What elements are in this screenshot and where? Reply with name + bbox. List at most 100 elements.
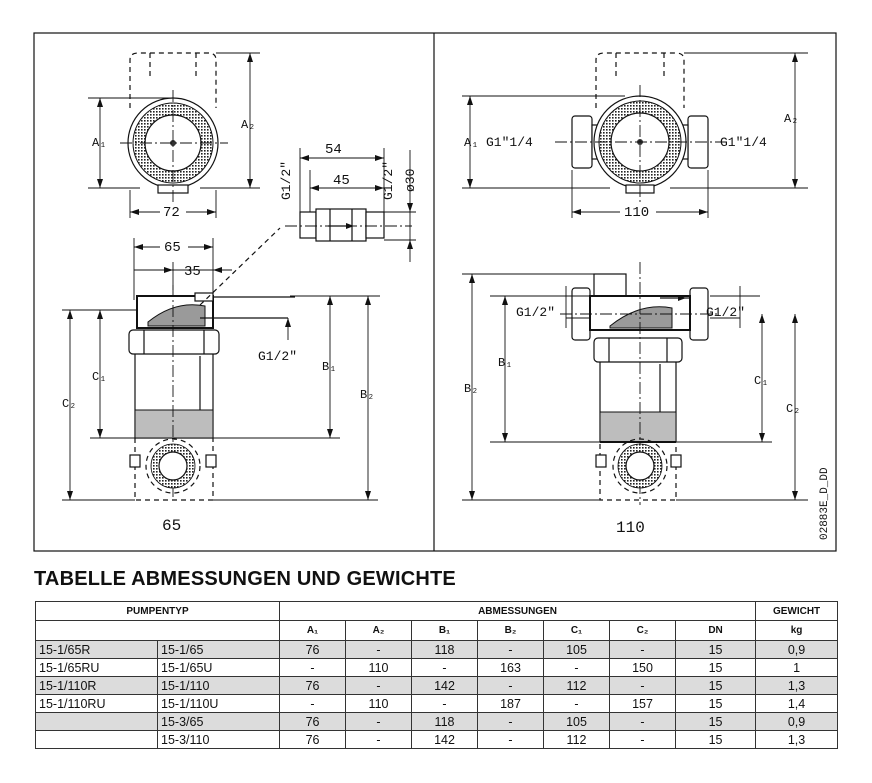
value-cell: - (609, 712, 677, 731)
value-cell: 76 (279, 676, 347, 695)
value-cell: 112 (543, 676, 611, 695)
value-cell: - (609, 730, 677, 749)
column-header: C₂ (609, 620, 677, 641)
label-union-thread-left: G1/2" (279, 161, 294, 200)
value-cell: 142 (411, 730, 479, 749)
value-cell: 1,3 (755, 730, 839, 749)
pump-type-cell: 15-3/65 (156, 712, 281, 731)
label-110-width: 110 (624, 205, 649, 221)
left-panel-drawing (62, 52, 416, 501)
pump-type-cell (35, 712, 158, 731)
value-cell: 142 (411, 676, 479, 695)
label-c2-left: C₂ (62, 397, 76, 411)
label-thread-outlet: G1"1/4 (720, 135, 767, 150)
value-cell: - (477, 676, 545, 695)
value-cell: 105 (543, 640, 611, 659)
column-header: B₂ (477, 620, 545, 641)
column-header: kg (755, 620, 839, 641)
value-cell: - (345, 640, 413, 659)
header-gewicht: GEWICHT (755, 601, 839, 621)
value-cell: 1,3 (755, 676, 839, 695)
value-cell: - (609, 640, 677, 659)
label-54: 54 (325, 142, 342, 158)
value-cell: 112 (543, 730, 611, 749)
value-cell: 163 (477, 658, 545, 677)
value-cell: 0,9 (755, 640, 839, 659)
value-cell: - (477, 640, 545, 659)
pump-type-cell (35, 730, 158, 749)
value-cell: 187 (477, 694, 545, 713)
header-pumpentyp: PUMPENTYP (34, 601, 281, 621)
pump-type-cell: 15-1/110 (156, 676, 281, 695)
header-abmessungen: ABMESSUNGEN (279, 601, 757, 621)
label-g12-right: G1/2" (706, 305, 745, 320)
label-b2-right: B₂ (464, 382, 478, 396)
value-cell: 1,4 (755, 694, 839, 713)
value-cell: - (411, 694, 479, 713)
label-a1-left: A₁ (92, 136, 106, 150)
label-72: 72 (163, 205, 180, 221)
value-cell: - (477, 712, 545, 731)
value-cell: 1 (755, 658, 839, 677)
pump-type-cell: 15-1/65RU (35, 658, 158, 677)
technical-drawing: A₁ A₂ 72 65 35 C₁ C₂ B₁ B₂ G1/2" 54 45 G… (33, 32, 837, 552)
value-cell: 118 (411, 640, 479, 659)
value-cell: - (345, 676, 413, 695)
table-title: TABELLE ABMESSUNGEN UND GEWICHTE (34, 568, 456, 590)
right-panel-drawing (462, 52, 808, 505)
value-cell: - (411, 658, 479, 677)
label-thread-inlet: G1"1/4 (486, 135, 533, 150)
right-size-label: 110 (616, 519, 645, 537)
value-cell: 150 (609, 658, 677, 677)
value-cell: 105 (543, 712, 611, 731)
label-g12-left: G1/2" (516, 305, 555, 320)
value-cell: 157 (609, 694, 677, 713)
value-cell: 76 (279, 730, 347, 749)
pump-type-cell: 15-1/110R (35, 676, 158, 695)
value-cell: - (477, 730, 545, 749)
value-cell: - (345, 712, 413, 731)
label-b1-right: B₁ (498, 356, 512, 370)
column-header: B₁ (411, 620, 479, 641)
column-header: C₁ (543, 620, 611, 641)
label-a2-right: A₂ (784, 112, 798, 126)
value-cell: 15 (675, 712, 757, 731)
label-c1-left: C₁ (92, 370, 106, 384)
value-cell: 110 (345, 694, 413, 713)
label-union-thread-right: G1/2" (381, 161, 396, 200)
value-cell: - (345, 730, 413, 749)
value-cell: 76 (279, 640, 347, 659)
value-cell: - (609, 676, 677, 695)
column-header: A₁ (279, 620, 347, 641)
column-header: DN (675, 620, 757, 641)
value-cell: 15 (675, 640, 757, 659)
left-size-label: 65 (162, 517, 181, 535)
value-cell: 15 (675, 694, 757, 713)
value-cell: 15 (675, 730, 757, 749)
header-pumpentyp-blank (34, 620, 281, 641)
value-cell: 76 (279, 712, 347, 731)
pump-type-cell: 15-1/110U (156, 694, 281, 713)
value-cell: - (279, 694, 347, 713)
label-union-diameter: ø30 (403, 169, 418, 192)
drawing-frame (33, 32, 837, 552)
value-cell: 15 (675, 658, 757, 677)
drawing-code: 02883E_D_DD (819, 467, 831, 540)
label-45: 45 (333, 173, 350, 189)
value-cell: - (543, 694, 611, 713)
label-a1-right: A₁ (464, 136, 478, 150)
value-cell: - (543, 658, 611, 677)
value-cell: 110 (345, 658, 413, 677)
value-cell: 118 (411, 712, 479, 731)
value-cell: 0,9 (755, 712, 839, 731)
label-b1-left: B₁ (322, 360, 336, 374)
label-a2-left: A₂ (241, 118, 255, 132)
pump-type-cell: 15-1/110RU (35, 694, 158, 713)
